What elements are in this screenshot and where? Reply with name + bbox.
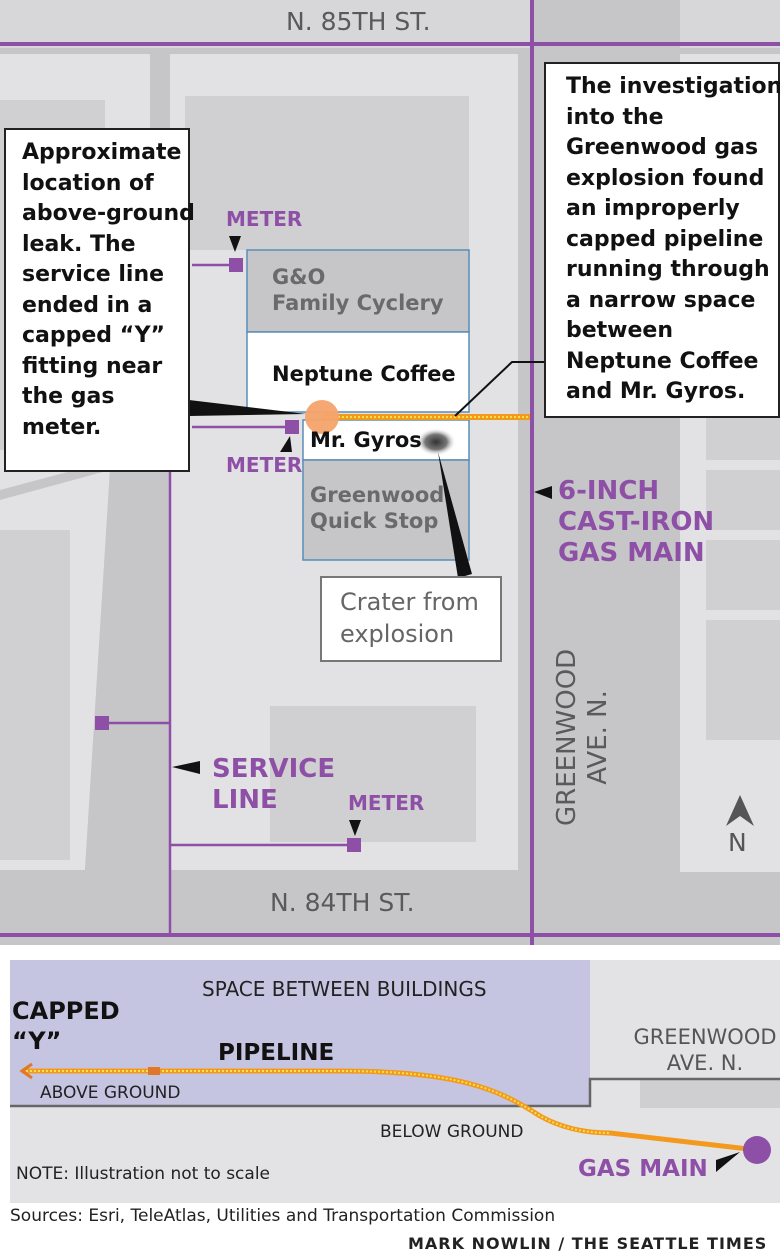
investigation-callout-leader [454,361,545,417]
byline: MARK NOWLIN / THE SEATTLE TIMES [408,1234,768,1253]
callout-investigation: The investigation into the Greenwood gas… [544,62,780,418]
meter-pointer-north [229,236,241,252]
building-greenwood-quick-stop [302,459,470,561]
n-84th-street [0,872,780,942]
gas-main-pointer [534,486,552,499]
label-greenwood-ave: GREENWOOD AVE. N. [552,648,613,826]
label-greenwood-quick-stop: Greenwood Quick Stop [310,483,445,533]
label-neptune-coffee: Neptune Coffee [272,362,456,386]
label-service-line: SERVICE LINE [212,754,336,815]
label-gas-main: 6-INCH CAST-IRON GAS MAIN [558,476,715,568]
label-above-ground: ABOVE GROUND [40,1083,181,1103]
label-mr-gyros: Mr. Gyros [310,428,422,452]
meter-pointer-south [349,820,361,836]
service-line-pointer [172,761,200,774]
capped-y-fitting-icon [19,1062,33,1080]
meter-west [95,716,109,730]
crater-marker [416,428,456,456]
gas-main-circle [743,1136,771,1164]
label-go-family-cyclery: G&O Family Cyclery [272,265,444,315]
pipeline-profile-core [22,1070,611,1134]
label-pipeline: PIPELINE [218,1040,335,1066]
label-space-between-buildings: SPACE BETWEEN BUILDINGS [202,977,487,1001]
label-gas-main-profile: GAS MAIN [578,1156,708,1182]
west-building-lower [0,530,70,860]
space-between-buildings-area [10,960,590,1106]
leak-location-marker [305,400,339,434]
east-building-2 [706,470,780,530]
building-neptune-coffee [246,331,470,413]
label-note: NOTE: Illustration not to scale [16,1164,271,1184]
label-greenwood-ave-profile: GREENWOOD AVE. N. [633,1025,777,1075]
label-n-84th-st: N. 84TH ST. [270,888,415,917]
gas-main-profile-pointer [716,1152,740,1172]
meter-south [347,838,361,852]
pipeline-fitting [148,1067,160,1075]
crater-callout-pointer [438,452,472,578]
building-north [185,96,469,250]
leak-callout-pointer [189,400,306,416]
meter-north [229,258,243,272]
building-south [270,706,476,842]
label-below-ground: BELOW GROUND [380,1122,524,1142]
north-arrow-icon [726,795,754,826]
east-building-3 [706,540,780,610]
callout-crater: Crater from explosion [320,576,502,662]
callout-leak-location: Approximate location of above-ground lea… [4,128,195,472]
label-n-85th-st: N. 85TH ST. [286,7,431,36]
meter-pointer-gyros [280,436,292,452]
label-capped-y: CAPPED “Y” [12,997,120,1055]
sources-text: Sources: Esri, TeleAtlas, Utilities and … [10,1206,556,1226]
east-building-4 [706,620,780,740]
ground-surface-line [10,1077,780,1108]
label-north: N [728,828,747,857]
label-meter-north: METER [226,207,303,231]
meter-gyros [285,420,299,434]
label-meter-gyros: METER [226,453,303,477]
label-meter-south: METER [348,791,425,815]
greenwood-ave-block [640,1079,780,1108]
